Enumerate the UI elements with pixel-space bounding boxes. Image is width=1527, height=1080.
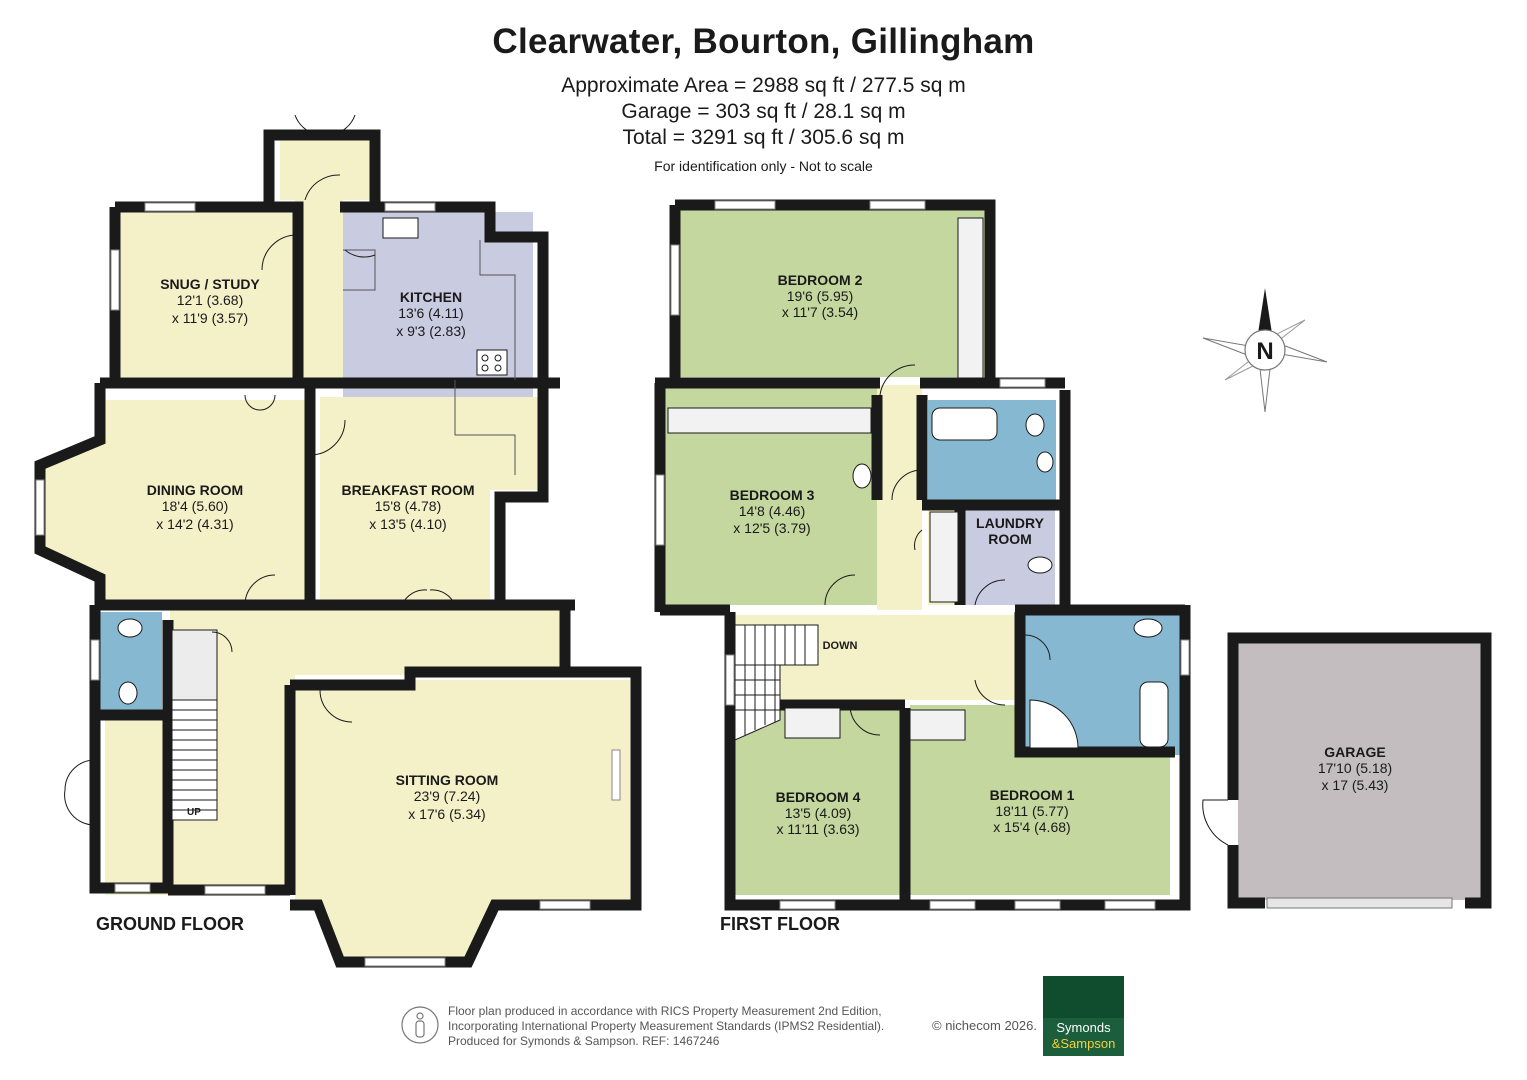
sitting-dim2: x 17'6 (5.34) bbox=[408, 806, 485, 822]
ground-floor-plan: SNUG / STUDY 12'1 (3.68) x 11'9 (3.57) K… bbox=[34, 114, 642, 968]
total-area: Total = 3291 sq ft / 305.6 sq m bbox=[622, 126, 905, 149]
garage-fill bbox=[1238, 643, 1481, 900]
bed3-name: BEDROOM 3 bbox=[730, 487, 815, 503]
kitchen-dim1: 13'6 (4.11) bbox=[398, 305, 463, 321]
snug-fill bbox=[120, 212, 295, 377]
dining-name: DINING ROOM bbox=[147, 482, 243, 498]
first-windows bbox=[655, 200, 1190, 910]
laundry-name2: ROOM bbox=[988, 531, 1032, 547]
bed4-dim1: 13'5 (4.09) bbox=[785, 805, 852, 821]
bathroom-fixtures bbox=[852, 407, 1169, 749]
snug-dim1: 12'1 (3.68) bbox=[177, 292, 244, 308]
snug-dim2: x 11'9 (3.57) bbox=[172, 310, 248, 326]
snug-name: SNUG / STUDY bbox=[160, 276, 260, 292]
sitting-fill bbox=[295, 680, 630, 960]
garage-dim2: x 17 (5.43) bbox=[1322, 777, 1389, 793]
ground-stairs bbox=[171, 629, 218, 821]
first-floor-label: FIRST FLOOR bbox=[720, 914, 840, 934]
garage-plan: GARAGE 17'10 (5.18) x 17 (5.43) bbox=[1202, 632, 1492, 909]
bed1-dim2: x 15'4 (4.68) bbox=[993, 819, 1070, 835]
bed4-dim2: x 11'11 (3.63) bbox=[776, 821, 859, 837]
person-icon bbox=[401, 1006, 439, 1044]
bed1-dim1: 18'11 (5.77) bbox=[995, 803, 1068, 819]
first-stairs bbox=[734, 624, 819, 741]
footer-line2: Incorporating International Property Mea… bbox=[448, 1019, 885, 1033]
logo-top-block bbox=[1043, 976, 1124, 1018]
compass-letter: N bbox=[1256, 338, 1273, 365]
garage-dim1: 17'10 (5.18) bbox=[1318, 760, 1392, 776]
ground-doors bbox=[64, 114, 456, 826]
first-doors bbox=[824, 364, 1051, 736]
scale-note: For identification only - Not to scale bbox=[654, 158, 873, 174]
logo-word2: &Sampson bbox=[1051, 1036, 1116, 1051]
bed3-dim1: 14'8 (4.46) bbox=[739, 503, 806, 519]
bed1-name: BEDROOM 1 bbox=[990, 787, 1075, 803]
porch-fill bbox=[280, 130, 375, 200]
approx-area: Approximate Area = 2988 sq ft / 277.5 sq… bbox=[561, 74, 966, 97]
bed1-fill bbox=[910, 705, 1170, 895]
bed2-fill bbox=[680, 207, 985, 377]
ground-windows bbox=[35, 202, 621, 967]
dining-dim2: x 14'2 (4.31) bbox=[156, 516, 233, 532]
ground-floor-label: GROUND FLOOR bbox=[96, 914, 244, 934]
first-floor-plan: BEDROOM 2 19'6 (5.95) x 11'7 (3.54) BEDR… bbox=[654, 199, 1191, 934]
wc-fixtures bbox=[117, 618, 143, 705]
bed2-dim2: x 11'7 (3.54) bbox=[782, 304, 858, 320]
bed3-dim2: x 12'5 (3.79) bbox=[733, 520, 810, 536]
logo-text: Symonds &Sampson bbox=[1043, 1020, 1124, 1052]
garage-walls bbox=[1227, 632, 1492, 909]
entrance-fill bbox=[105, 720, 165, 895]
compass-icon: N bbox=[1202, 288, 1328, 413]
sitting-name: SITTING ROOM bbox=[396, 772, 499, 788]
logo-word1: Symonds bbox=[1056, 1020, 1111, 1035]
copyright: © nichecom 2026. bbox=[932, 1018, 1037, 1033]
garage-side-door bbox=[1202, 799, 1229, 846]
stairs-up-label: UP bbox=[187, 807, 201, 818]
breakfast-dim2: x 13'5 (4.10) bbox=[369, 516, 446, 532]
footer-line3: Produced for Symonds & Sampson. REF: 146… bbox=[448, 1034, 720, 1048]
sitting-dim1: 23'9 (7.24) bbox=[414, 788, 481, 804]
first-wardrobes bbox=[667, 217, 984, 741]
bed4-name: BEDROOM 4 bbox=[776, 789, 861, 805]
breakfast-name: BREAKFAST ROOM bbox=[342, 482, 475, 498]
plan-title: Clearwater, Bourton, Gillingham bbox=[492, 22, 1035, 61]
bed2-dim1: 19'6 (5.95) bbox=[787, 288, 854, 304]
garage-area: Garage = 303 sq ft / 28.1 sq m bbox=[621, 100, 906, 123]
kitchen-fixtures bbox=[382, 217, 508, 376]
kitchen-worktop bbox=[343, 240, 516, 475]
garage-door bbox=[1266, 897, 1453, 909]
kitchen-name: KITCHEN bbox=[400, 289, 462, 305]
footer-line1: Floor plan produced in accordance with R… bbox=[448, 1004, 882, 1018]
garage-name: GARAGE bbox=[1324, 744, 1385, 760]
landing-upper-fill bbox=[877, 385, 922, 610]
agent-logo: Symonds &Sampson bbox=[1043, 976, 1124, 1056]
laundry-name1: LAUNDRY bbox=[976, 515, 1045, 531]
bed2-name: BEDROOM 2 bbox=[778, 272, 863, 288]
breakfast-dim1: 15'8 (4.78) bbox=[375, 498, 442, 514]
breakfast-fill bbox=[320, 397, 543, 605]
dining-fill bbox=[42, 400, 305, 605]
dining-dim1: 18'4 (5.60) bbox=[162, 498, 229, 514]
stairs-down-label: DOWN bbox=[823, 640, 858, 652]
footer-text: Floor plan produced in accordance with R… bbox=[448, 1004, 884, 1049]
kitchen-dim2: x 9'3 (2.83) bbox=[396, 323, 466, 339]
